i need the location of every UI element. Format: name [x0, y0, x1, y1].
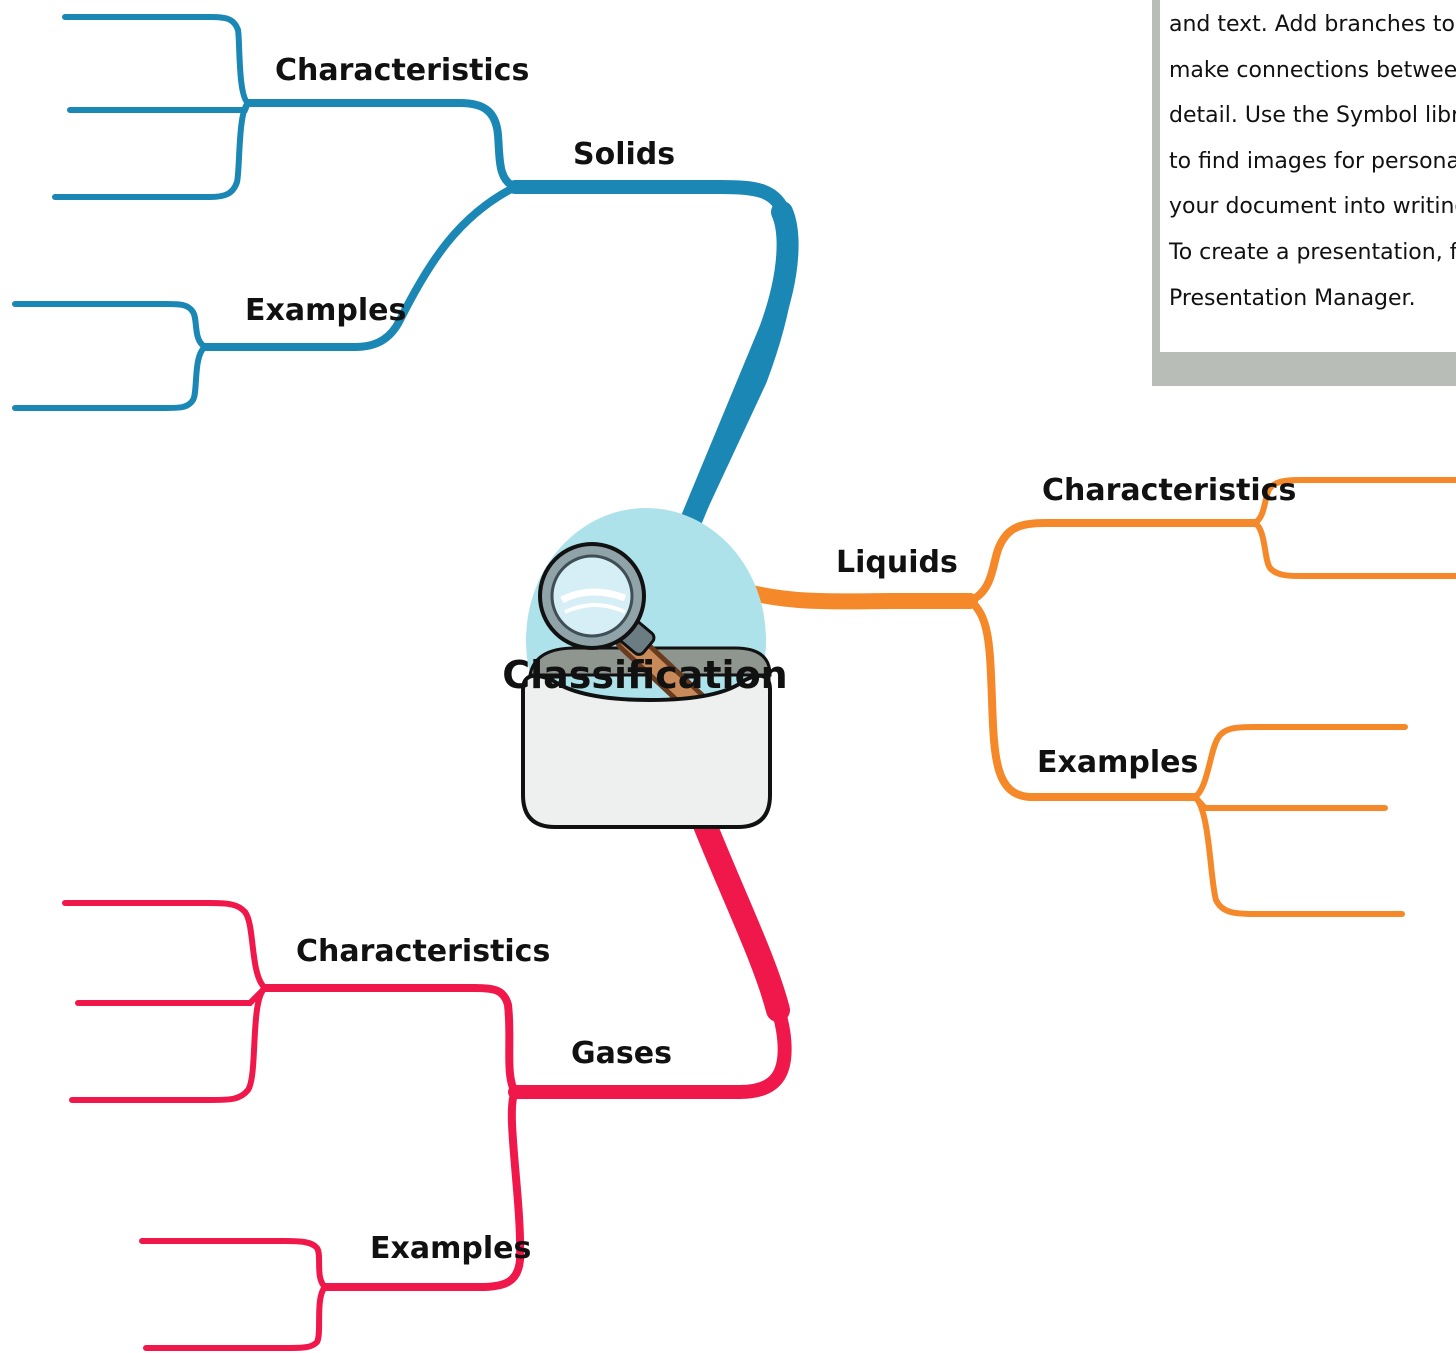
gases-characteristics-connector[interactable]: [261, 984, 519, 1096]
gases-characteristics-leaf-2[interactable]: [75, 985, 268, 1006]
liquids-examples-leaf-2[interactable]: [1192, 794, 1388, 811]
solids-examples-label[interactable]: Examples: [245, 293, 406, 328]
tray-front: [521, 673, 772, 829]
note-line: and text. Add branches to ex: [1169, 12, 1456, 37]
solids-characteristics-label[interactable]: Characteristics: [275, 53, 529, 88]
liquids-branch[interactable]: Liquids Characteristics Examples: [744, 473, 1456, 917]
central-topic-label[interactable]: Classification: [502, 653, 788, 697]
gases-characteristics-leaf-3[interactable]: [69, 985, 268, 1103]
gases-branch[interactable]: Gases Characteristics Examples: [62, 808, 792, 1351]
liquids-examples-leaf-3[interactable]: [1192, 794, 1405, 917]
gases-examples-leaf-2[interactable]: [143, 1284, 328, 1351]
note-line: To create a presentation, fin: [1169, 239, 1456, 265]
solids-characteristics-leaf-1[interactable]: [62, 14, 251, 106]
gases-examples-connector[interactable]: [321, 1088, 525, 1291]
solids-examples-connector[interactable]: [201, 183, 519, 351]
note-panel: and text. Add branches to ex make connec…: [1152, 0, 1456, 386]
note-line: Presentation Manager.: [1169, 285, 1416, 311]
liquids-examples-connector[interactable]: [966, 597, 1199, 801]
solids-characteristics-leaf-3[interactable]: [52, 100, 251, 200]
gases-label[interactable]: Gases: [571, 1036, 672, 1071]
note-panel-body: and text. Add branches to ex make connec…: [1160, 0, 1456, 352]
central-topic[interactable]: Classification: [502, 508, 788, 829]
liquids-main-connector[interactable]: [744, 585, 978, 610]
note-line: detail. Use the Symbol librar: [1169, 103, 1456, 129]
solids-examples-leaf-1[interactable]: [12, 301, 208, 350]
liquids-characteristics-leaf-1[interactable]: [1252, 477, 1456, 526]
liquids-label[interactable]: Liquids: [836, 545, 958, 580]
note-line: to find images for personal e: [1169, 148, 1456, 174]
solids-label[interactable]: Solids: [573, 137, 675, 172]
gases-examples-label[interactable]: Examples: [370, 1231, 531, 1266]
solids-characteristics-connector[interactable]: [244, 99, 519, 191]
liquids-examples-leaf-1[interactable]: [1192, 724, 1408, 800]
solids-examples-leaf-2[interactable]: [12, 344, 208, 411]
note-line: your document into writing, s: [1169, 194, 1456, 220]
liquids-characteristics-label[interactable]: Characteristics: [1042, 473, 1296, 508]
gases-examples-leaf-1[interactable]: [139, 1238, 328, 1290]
liquids-characteristics-leaf-2[interactable]: [1252, 520, 1456, 579]
gases-characteristics-leaf-1[interactable]: [62, 900, 268, 991]
solids-branch[interactable]: Solids Characteristics Examples: [12, 14, 799, 546]
liquids-examples-label[interactable]: Examples: [1037, 745, 1198, 780]
solids-characteristics-leaf-2[interactable]: [67, 100, 251, 113]
solids-main-connector-thick: [674, 201, 799, 546]
note-line: make connections between id: [1169, 57, 1456, 83]
liquids-characteristics-connector[interactable]: [966, 519, 1259, 605]
gases-characteristics-label[interactable]: Characteristics: [296, 934, 550, 969]
gases-main-connector-thick: [691, 808, 790, 1022]
